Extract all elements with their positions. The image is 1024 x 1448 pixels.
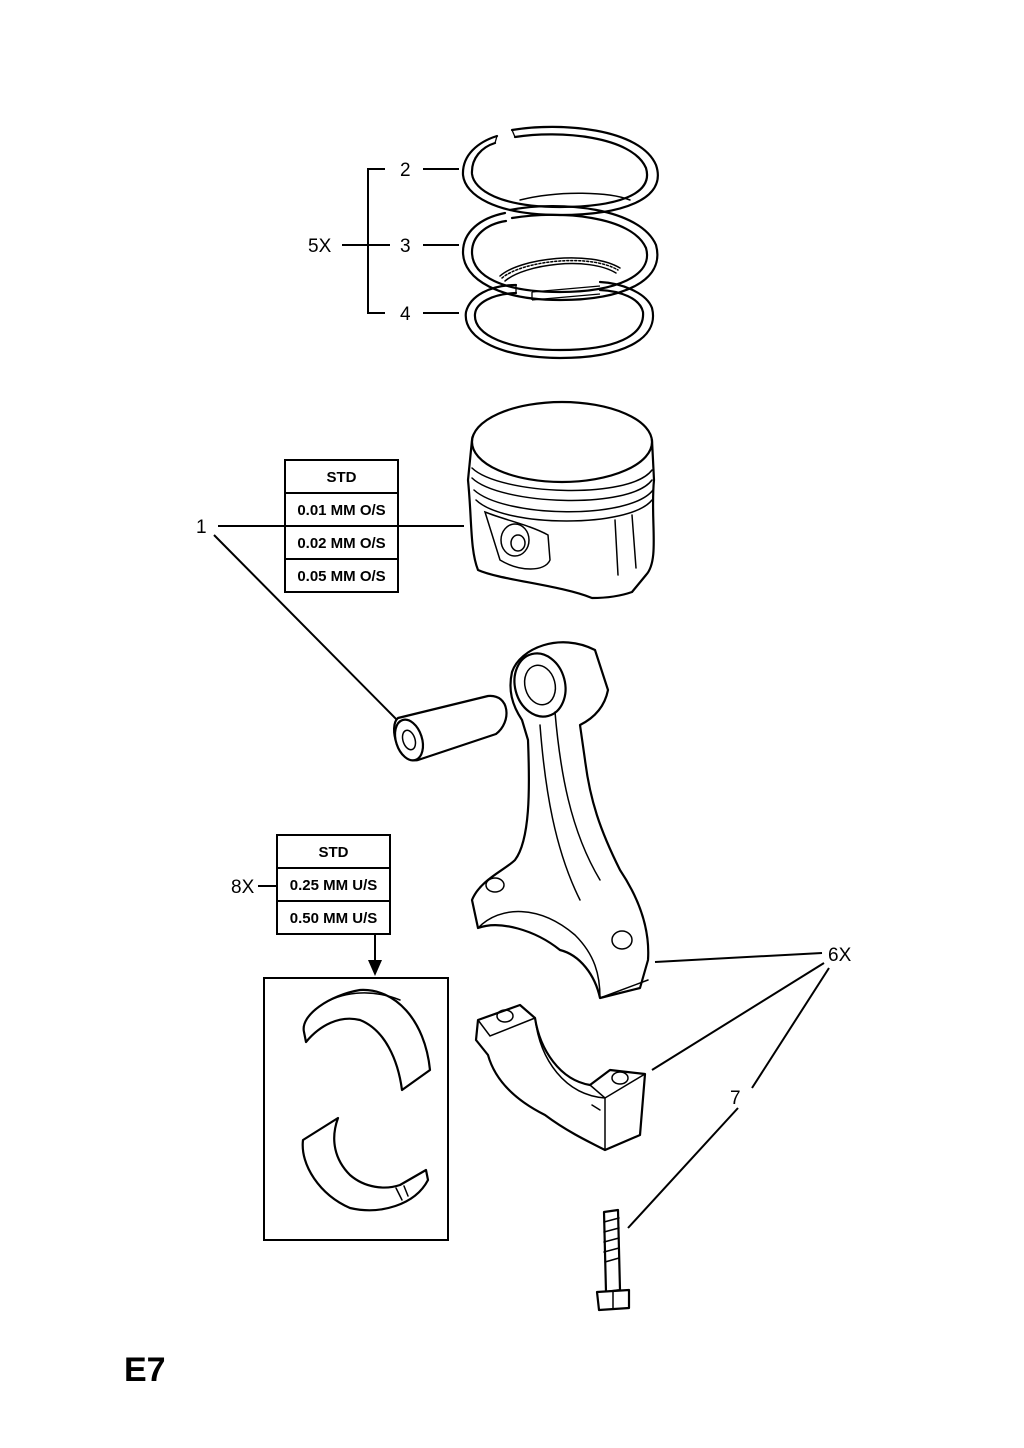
- callout-ring-top: 2: [400, 160, 411, 181]
- bolt-callout: 7: [627, 1088, 741, 1229]
- piston-size-table: STD 0.01 MM O/S 0.02 MM O/S 0.05 MM O/S: [284, 459, 399, 593]
- bearing-shell-upper: [302, 988, 432, 1092]
- piston-callout: 1: [196, 517, 464, 729]
- bearing-shells-box: [263, 977, 449, 1241]
- bearing-size-025: 0.25 MM U/S: [290, 877, 378, 894]
- bearing-shell-lower: [301, 1116, 430, 1212]
- callout-bearing-qty: 8X: [231, 877, 255, 898]
- bearing-size-std: STD: [319, 844, 349, 861]
- piston-ring-middle: [461, 204, 659, 302]
- bearing-size-table: STD 0.25 MM U/S 0.50 MM U/S: [276, 834, 391, 935]
- callout-ring-set-qty: 5X: [308, 236, 332, 257]
- bearing-callout: 8X: [231, 877, 382, 976]
- piston-ring-top: [461, 125, 659, 217]
- callout-bolt: 7: [730, 1088, 741, 1109]
- connecting-rod: [470, 641, 650, 1000]
- page-code: E7: [124, 1351, 166, 1389]
- arrow-down-icon: [368, 960, 382, 976]
- callout-ring-oil: 4: [400, 304, 411, 325]
- callout-piston: 1: [196, 517, 207, 538]
- rod-callout: 6X: [651, 945, 852, 1089]
- piston-size-001: 0.01 MM O/S: [297, 502, 385, 519]
- bearing-size-050: 0.50 MM U/S: [290, 910, 378, 927]
- rod-bolt: [595, 1208, 631, 1312]
- piston: [466, 400, 656, 600]
- connecting-rod-cap: [474, 1003, 647, 1152]
- piston-size-002: 0.02 MM O/S: [297, 535, 385, 552]
- piston-ring-oil: [464, 280, 655, 360]
- callout-ring-middle: 3: [400, 236, 411, 257]
- ring-callout-group: 2 3 4 5X: [308, 160, 459, 325]
- piston-size-std: STD: [327, 469, 357, 486]
- callout-rod-qty: 6X: [828, 945, 852, 966]
- piston-pin: [393, 694, 508, 762]
- piston-size-005: 0.05 MM O/S: [297, 568, 385, 585]
